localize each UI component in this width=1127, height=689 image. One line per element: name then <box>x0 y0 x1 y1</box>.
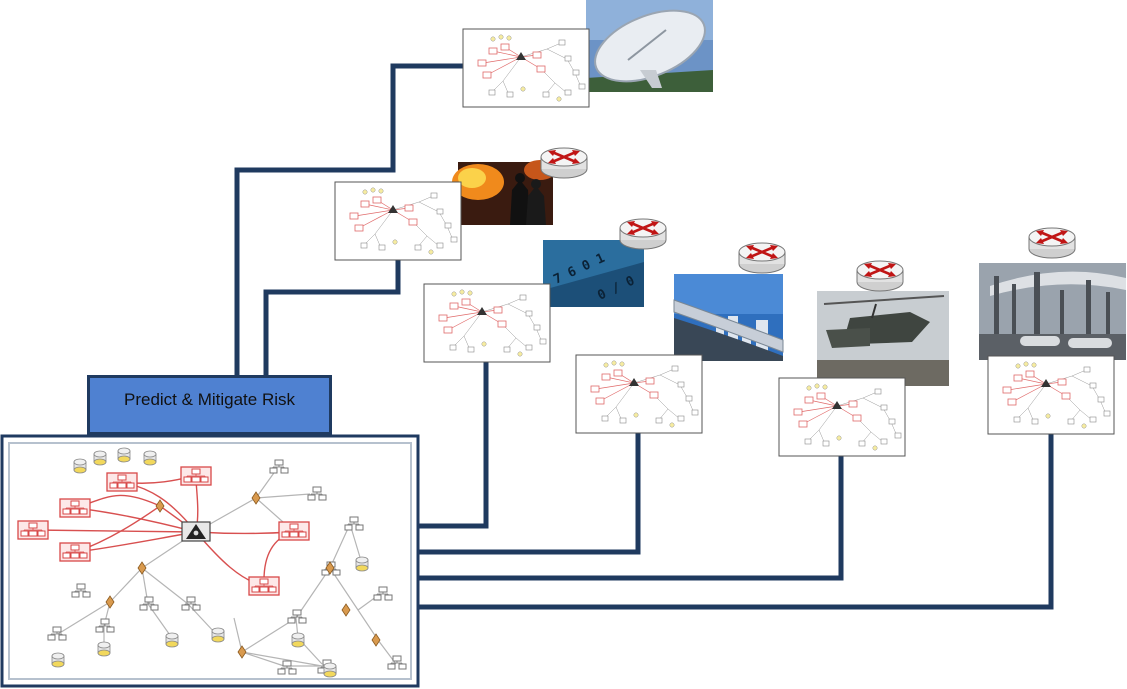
satellite-dish-photo <box>586 0 713 92</box>
database-icon <box>117 447 131 463</box>
network-thumbnail-defense <box>778 377 906 457</box>
database-icon <box>93 450 107 466</box>
connector-financial <box>418 360 489 529</box>
database-icon <box>143 450 157 466</box>
database-icon <box>165 632 179 648</box>
connector-lines <box>234 63 1054 610</box>
skull-threat-icon <box>181 521 211 542</box>
server-cluster-icon <box>248 576 280 596</box>
connector-satellite <box>234 63 463 376</box>
sector-satellite <box>462 0 713 108</box>
router-icon <box>737 241 787 275</box>
router-icon <box>1027 226 1077 260</box>
server-cluster-icon <box>180 466 212 486</box>
network-thumbnail-emergency <box>334 181 462 261</box>
credit-card-photo: 7 6 0 1 0 / 0 <box>543 240 644 307</box>
database-icon <box>51 652 65 668</box>
server-cluster-icon <box>59 498 91 518</box>
connector-emergency <box>263 258 401 376</box>
database-icon <box>355 556 369 572</box>
network-thumbnail-energy <box>987 355 1115 435</box>
sector-defense <box>778 259 949 457</box>
main-network-graph <box>0 434 420 688</box>
connector-energy <box>418 433 1054 610</box>
sector-energy <box>979 226 1126 435</box>
router-icon <box>539 146 589 180</box>
router-icon <box>618 217 668 251</box>
network-thumbnail-transportation <box>575 354 703 434</box>
sector-transportation <box>575 241 787 434</box>
firefighters-photo <box>452 160 556 225</box>
database-icon <box>97 641 111 657</box>
network-thumbnail-satellite <box>462 28 590 108</box>
router-icon <box>855 259 905 293</box>
server-cluster-icon <box>59 542 91 562</box>
hub-label-text: Predict & Mitigate Risk <box>124 390 295 409</box>
server-cluster-icon <box>106 472 138 492</box>
database-icon <box>291 632 305 648</box>
database-icon <box>73 458 87 474</box>
connector-defense <box>418 455 844 581</box>
sector-emergency <box>334 146 589 261</box>
monorail-photo <box>673 274 784 361</box>
sector-financial: 7 6 0 1 0 / 0 <box>423 217 668 363</box>
server-cluster-icon <box>17 520 49 540</box>
connector-transportation <box>418 432 641 555</box>
oil-refinery-photo <box>979 263 1126 360</box>
military-helicopter-photo <box>817 291 949 386</box>
server-cluster-icon <box>278 521 310 541</box>
network-thumbnail-financial <box>423 283 551 363</box>
predict-mitigate-risk-label: Predict & Mitigate Risk <box>87 375 332 435</box>
database-icon <box>323 662 337 678</box>
database-icon <box>211 627 225 643</box>
